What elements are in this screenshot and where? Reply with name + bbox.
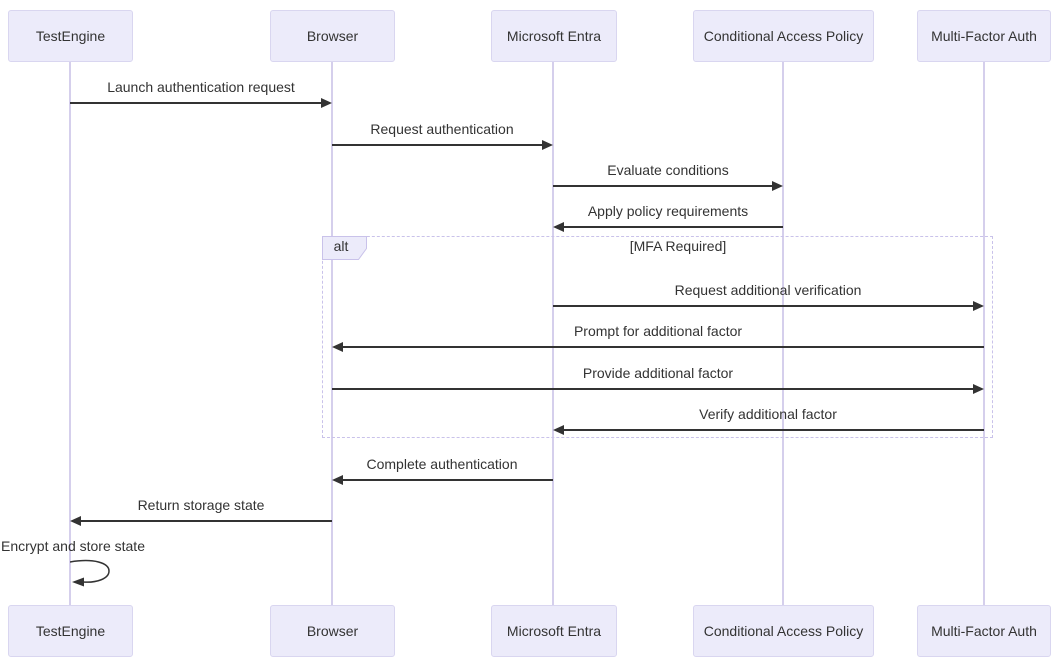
alt-condition-label: [MFA Required] — [629, 238, 727, 254]
lifeline-testengine — [69, 62, 71, 605]
message-line — [553, 185, 779, 187]
actor-label: Browser — [306, 28, 359, 44]
actor-label: Microsoft Entra — [506, 623, 602, 639]
arrowhead-left-icon — [70, 516, 81, 526]
self-loop-arrow-icon — [70, 559, 110, 587]
actor-bottom-conditional-access-policy: Conditional Access Policy — [693, 605, 874, 657]
actor-top-browser: Browser — [270, 10, 395, 62]
message-line — [332, 144, 549, 146]
message-label: Provide additional factor — [582, 365, 734, 381]
message-line — [557, 429, 984, 431]
actor-bottom-browser: Browser — [270, 605, 395, 657]
lifeline-multi-factor-auth — [983, 62, 985, 605]
message-line — [336, 346, 984, 348]
actor-label: Conditional Access Policy — [703, 623, 864, 639]
message-label: Apply policy requirements — [587, 203, 749, 219]
message-line — [74, 520, 332, 522]
message-label: Launch authentication request — [107, 79, 295, 95]
message-label: Return storage state — [137, 497, 265, 513]
message-label: Prompt for additional factor — [573, 323, 743, 339]
arrowhead-right-icon — [542, 140, 553, 150]
actor-label: Conditional Access Policy — [703, 28, 864, 44]
actor-bottom-microsoft-entra: Microsoft Entra — [491, 605, 617, 657]
message-line — [332, 388, 980, 390]
actor-bottom-multi-factor-auth: Multi-Factor Auth — [917, 605, 1051, 657]
arrowhead-right-icon — [973, 301, 984, 311]
actor-top-testengine: TestEngine — [8, 10, 133, 62]
message-line — [70, 102, 328, 104]
message-line — [553, 305, 980, 307]
alt-keyword: alt — [333, 238, 349, 254]
arrowhead-left-icon — [332, 475, 343, 485]
actor-label: Multi-Factor Auth — [931, 28, 1037, 44]
arrowhead-left-icon — [553, 222, 564, 232]
alt-label-tab: alt — [322, 236, 367, 260]
message-label: Request authentication — [370, 121, 514, 137]
message-label: Complete authentication — [366, 456, 518, 472]
lifeline-microsoft-entra — [552, 62, 554, 605]
arrowhead-left-icon — [332, 342, 343, 352]
message-label: Verify additional factor — [699, 406, 837, 422]
arrowhead-right-icon — [772, 181, 783, 191]
actor-label: TestEngine — [35, 623, 106, 639]
actor-label: Browser — [306, 623, 359, 639]
arrowhead-right-icon — [321, 98, 332, 108]
message-label: Evaluate conditions — [607, 162, 729, 178]
actor-label: Multi-Factor Auth — [931, 623, 1037, 639]
arrowhead-right-icon — [973, 384, 984, 394]
alt-fragment-box — [322, 236, 993, 438]
lifeline-conditional-access-policy — [782, 62, 784, 605]
actor-top-conditional-access-policy: Conditional Access Policy — [693, 10, 874, 62]
alt-tab-shape-icon — [322, 236, 367, 260]
message-label: Encrypt and store state — [1, 538, 145, 554]
message-line — [336, 479, 553, 481]
message-label: Request additional verification — [674, 282, 862, 298]
arrowhead-left-icon — [553, 425, 564, 435]
actor-top-multi-factor-auth: Multi-Factor Auth — [917, 10, 1051, 62]
actor-label: Microsoft Entra — [506, 28, 602, 44]
actor-bottom-testengine: TestEngine — [8, 605, 133, 657]
lifeline-browser — [331, 62, 333, 605]
actor-top-microsoft-entra: Microsoft Entra — [491, 10, 617, 62]
message-line — [557, 226, 783, 228]
actor-label: TestEngine — [35, 28, 106, 44]
